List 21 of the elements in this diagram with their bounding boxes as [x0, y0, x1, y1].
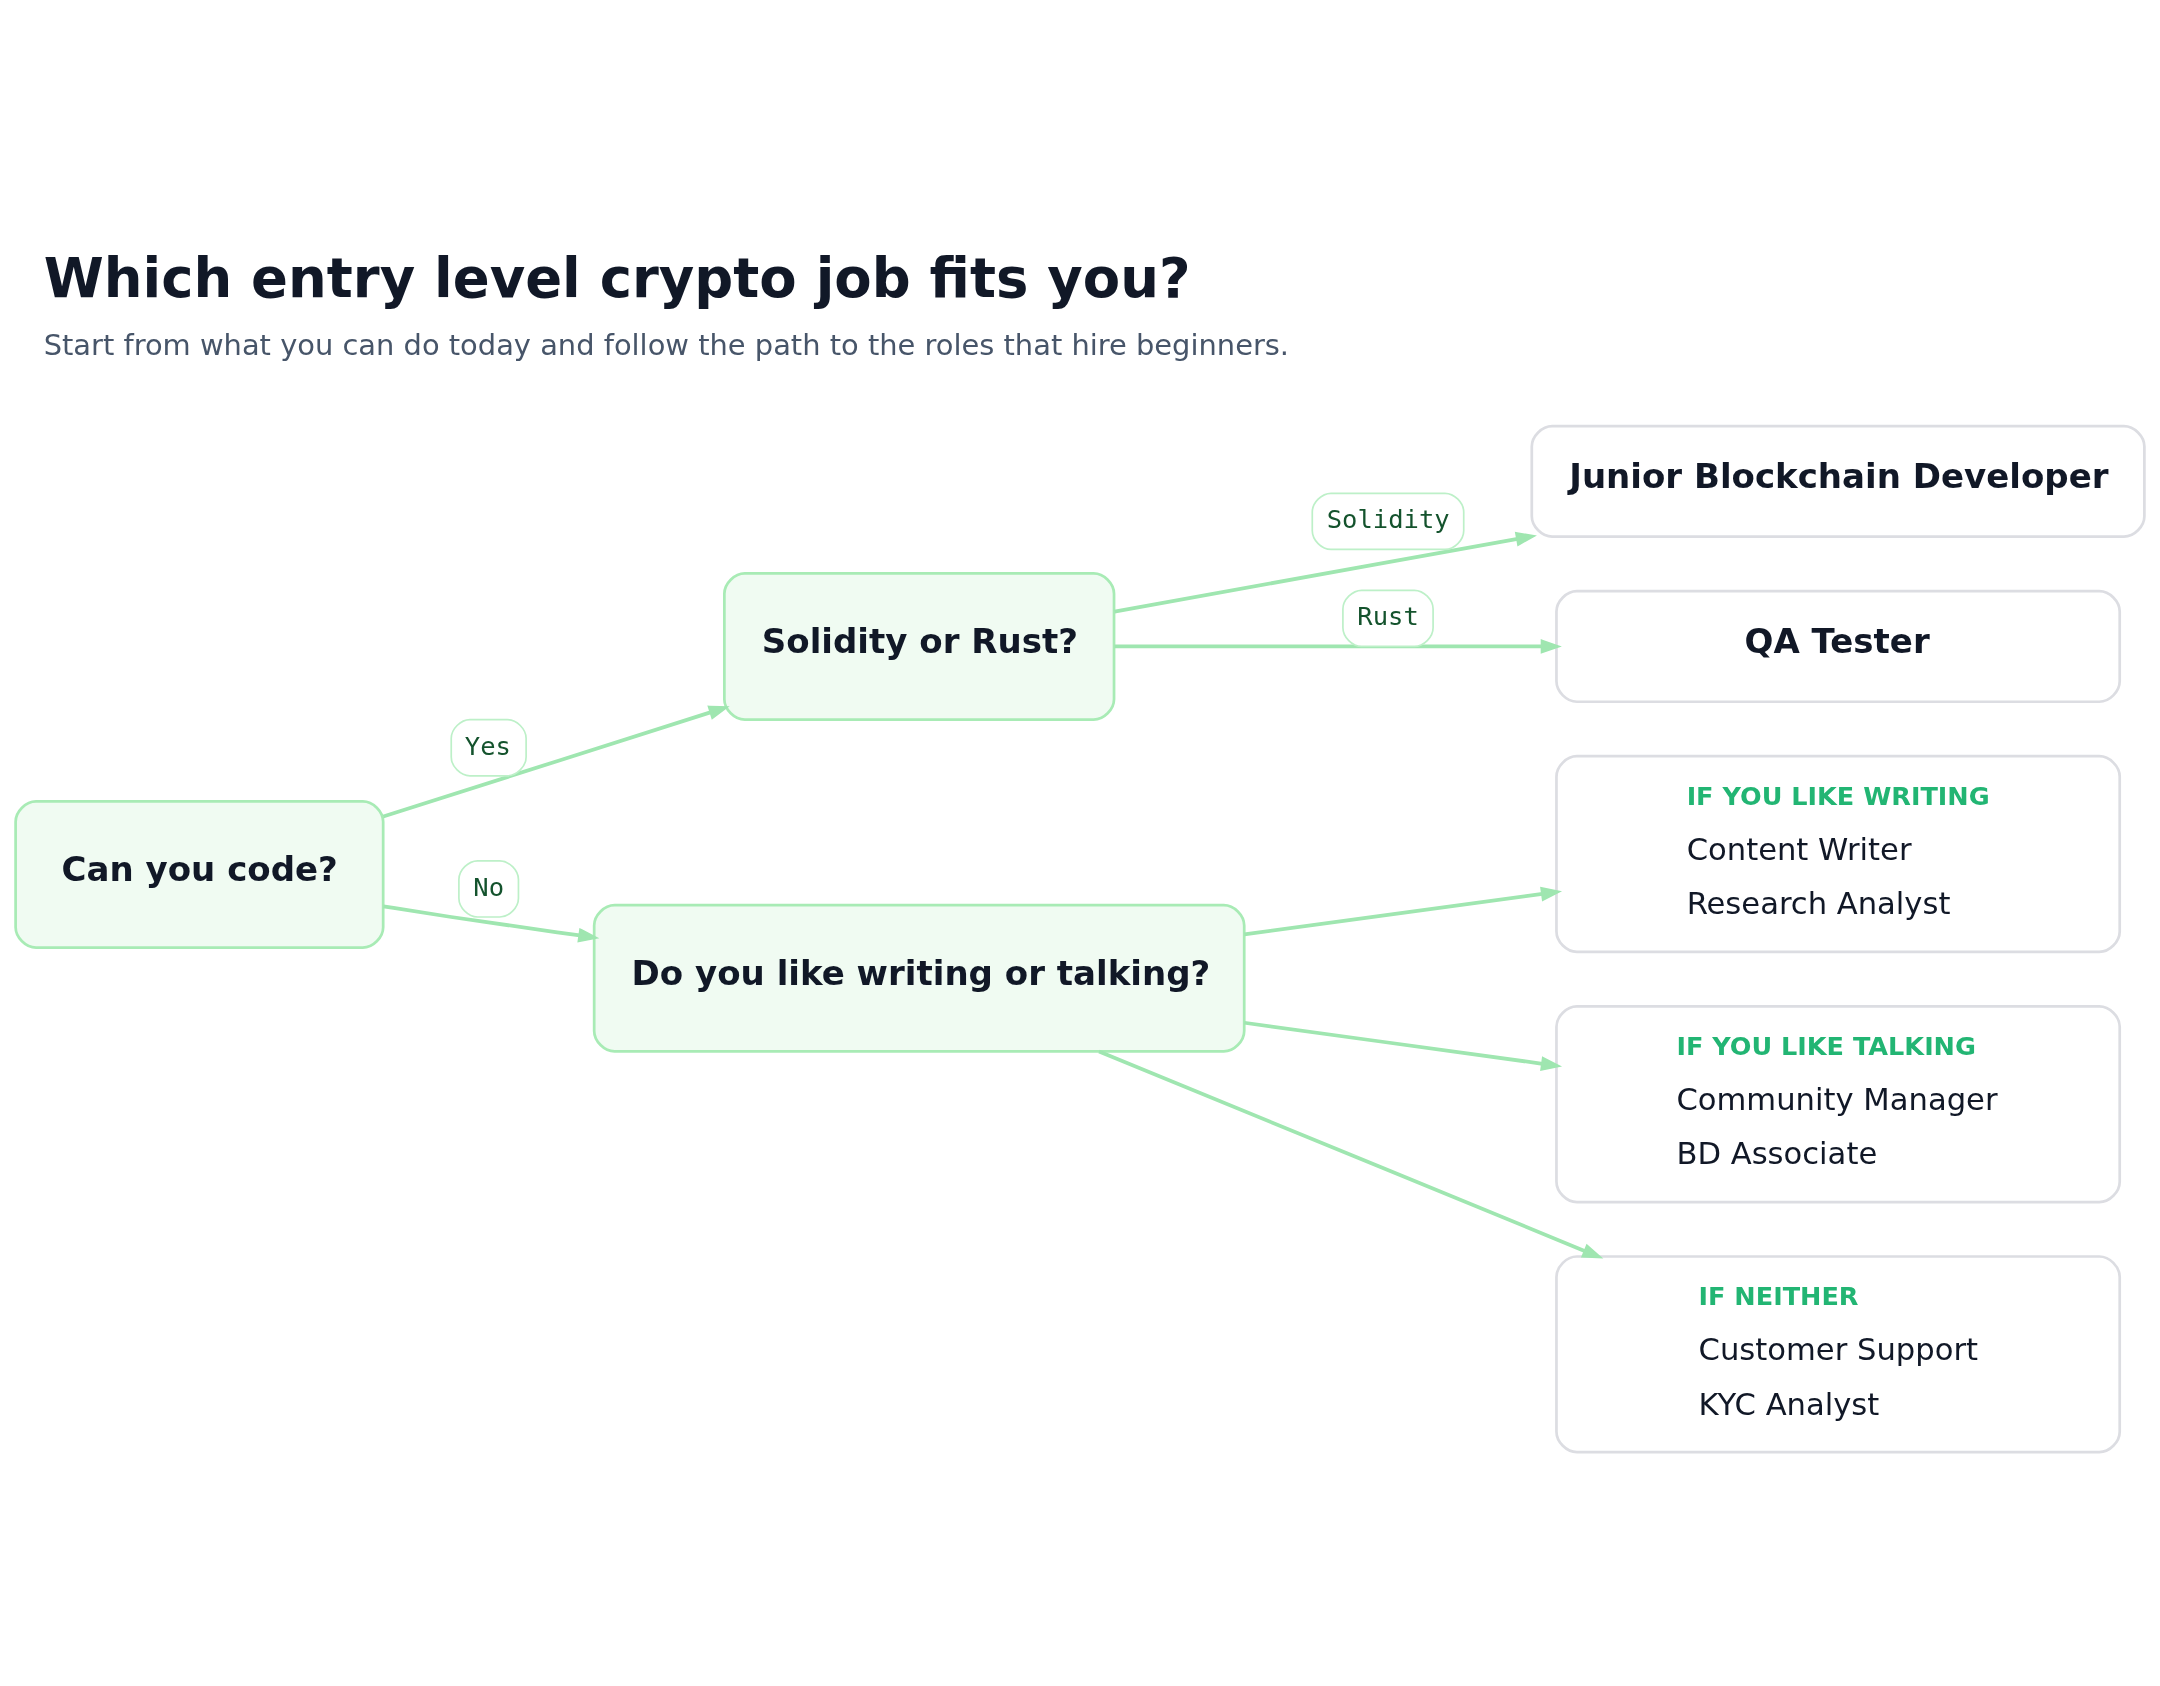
arrow: [1098, 1049, 1604, 1259]
edge-label: No: [473, 871, 505, 902]
node-box: IF NEITHER Customer Support KYC Analyst: [1555, 1255, 2122, 1454]
arrow: [383, 904, 600, 943]
arrow: [382, 705, 730, 819]
node-box: QA Tester: [1555, 589, 2122, 704]
node-box: Can you code?: [14, 799, 385, 949]
arrow: [1244, 1020, 1563, 1071]
diagram-title: Which entry level crypto job fits you?: [43, 245, 1191, 310]
node-box: Solidity or Rust?: [723, 571, 1116, 721]
arrow: [1244, 886, 1563, 937]
node-box: IF YOU LIKE TALKING Community Manager BD Associate: [1555, 1005, 2122, 1204]
node-box: Junior Blockchain Developer: [1530, 424, 2146, 539]
node-box: IF YOU LIKE WRITING Content Writer Research Analyst: [1555, 754, 2122, 954]
arrow: [1114, 639, 1562, 654]
arrow: [1114, 531, 1537, 614]
edge-label: Rust: [1357, 601, 1419, 632]
node-box: Do you like writing or talking?: [592, 903, 1246, 1053]
edge-label: Solidity: [1326, 504, 1450, 535]
edge-label: Yes: [464, 730, 511, 761]
caption: Start from what you can do today and follow the path to the roles that hire beginners.: [43, 327, 1290, 362]
